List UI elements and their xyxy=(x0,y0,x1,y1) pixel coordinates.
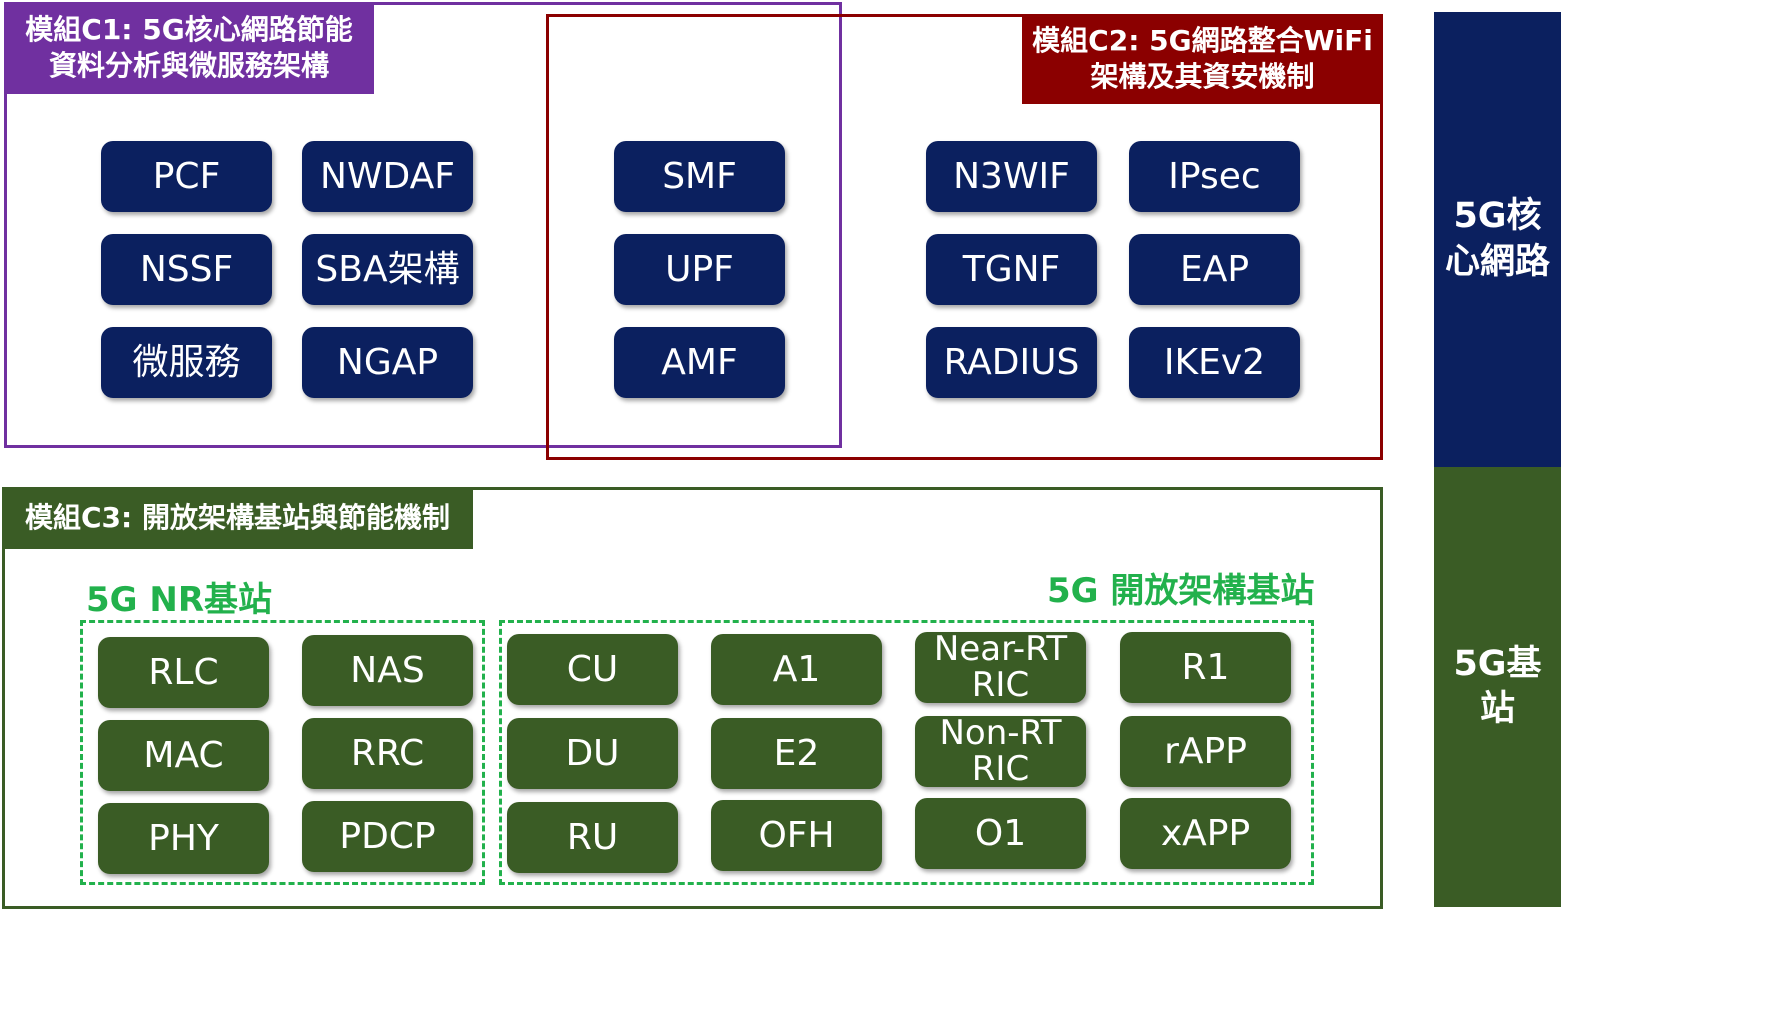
node-nas: NAS xyxy=(302,635,473,706)
node-ngap: NGAP xyxy=(302,327,473,398)
node-phy: PHY xyxy=(98,803,269,874)
node-sba-architecture: SBA架構 xyxy=(302,234,473,305)
nr-group-frame xyxy=(80,620,485,885)
module-c1-frame xyxy=(4,2,842,448)
node-mac: MAC xyxy=(98,720,269,791)
module-c3-frame xyxy=(2,487,1383,909)
node-ipsec: IPsec xyxy=(1129,141,1300,212)
node-upf: UPF xyxy=(614,234,785,305)
node-o1: O1 xyxy=(915,798,1086,869)
side-core-network-bar: 5G核 心網路 xyxy=(1434,12,1561,467)
module-c2-title-line2: 架構及其資安機制 xyxy=(1090,60,1315,93)
node-du: DU xyxy=(507,718,678,789)
oran-group-frame xyxy=(499,620,1314,885)
side-core-label-line1: 5G核 xyxy=(1453,196,1542,236)
node-near-rt-ric: Near-RT RIC xyxy=(915,631,1086,703)
oran-group-label: 5G 開放架構基站 xyxy=(1047,571,1315,611)
node-rapp: rAPP xyxy=(1120,716,1291,787)
node-radius: RADIUS xyxy=(926,327,1097,398)
module-c1-title-line2: 資料分析與微服務架構 xyxy=(48,49,329,82)
node-rrc: RRC xyxy=(302,718,473,789)
node-cu: CU xyxy=(507,634,678,705)
node-ofh: OFH xyxy=(711,800,882,871)
module-c2-title: 模組C2: 5G網路整合WiFi 架構及其資安機制 xyxy=(1022,14,1383,104)
node-eap: EAP xyxy=(1129,234,1300,305)
node-r1: R1 xyxy=(1120,632,1291,703)
node-tgnf: TGNF xyxy=(926,234,1097,305)
node-xapp: xAPP xyxy=(1120,798,1291,869)
node-smf: SMF xyxy=(614,141,785,212)
node-e2: E2 xyxy=(711,718,882,789)
side-ran-label-line2: 站 xyxy=(1479,689,1515,729)
node-microservice: 微服務 xyxy=(101,327,272,398)
side-core-label-line2: 心網路 xyxy=(1444,241,1550,282)
nr-group-label: 5G NR基站 xyxy=(86,580,273,620)
module-c1-title: 模組C1: 5G核心網路節能 資料分析與微服務架構 xyxy=(4,2,374,94)
side-base-station-bar: 5G基 站 xyxy=(1434,467,1561,907)
node-pdcp: PDCP xyxy=(302,801,473,872)
node-ikev2: IKEv2 xyxy=(1129,327,1300,398)
module-c3-title: 模組C3: 開放架構基站與節能機制 xyxy=(2,487,473,549)
module-c1-title-line1: 模組C1: 5G核心網路節能 xyxy=(25,12,353,46)
node-non-rt-ric: Non-RT RIC xyxy=(915,715,1086,787)
node-amf: AMF xyxy=(614,327,785,398)
module-c2-title-line1: 模組C2: 5G網路整合WiFi xyxy=(1032,23,1373,57)
node-nwdaf: NWDAF xyxy=(302,141,473,212)
node-ru: RU xyxy=(507,802,678,873)
module-c2-frame xyxy=(546,14,1383,460)
node-a1: A1 xyxy=(711,634,882,705)
node-pcf: PCF xyxy=(101,141,272,212)
side-ran-label-line1: 5G基 xyxy=(1453,643,1542,684)
node-nssf: NSSF xyxy=(101,234,272,305)
node-n3wif: N3WIF xyxy=(926,141,1097,212)
node-rlc: RLC xyxy=(98,637,269,708)
